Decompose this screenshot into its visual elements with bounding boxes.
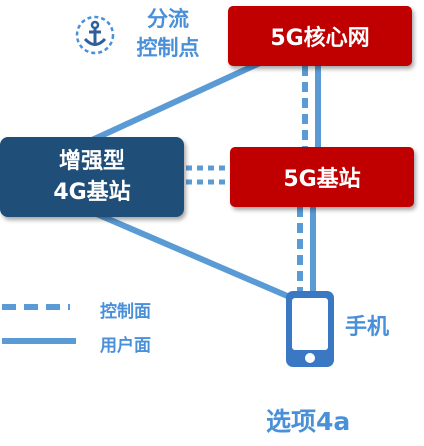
offload-control-point-label: 分流 控制点	[126, 5, 210, 63]
anchor-label-line2: 控制点	[136, 36, 200, 60]
5g-gnb-node: 5G基站	[230, 147, 414, 207]
enb-label-line1: 增强型	[58, 149, 125, 174]
enb-label-line2: 4G基站	[53, 180, 131, 205]
5g-core-node: 5G核心网	[228, 6, 412, 66]
anchor-label-line1: 分流	[147, 7, 189, 31]
phone-label: 手机	[345, 315, 390, 340]
legend-control-plane: 控制面	[100, 302, 151, 322]
option-label: 选项4a	[266, 407, 351, 436]
user-plane-enb-phone	[90, 209, 294, 301]
enhanced-4g-enb-node: 增强型 4G基站	[0, 137, 184, 217]
user-plane-enb-core	[90, 59, 264, 143]
legend-user-plane: 用户面	[100, 336, 151, 356]
phone-icon	[286, 291, 334, 367]
anchor-icon	[75, 15, 115, 55]
5g-core-label: 5G核心网	[270, 26, 370, 51]
5g-gnb-label: 5G基站	[283, 167, 361, 192]
